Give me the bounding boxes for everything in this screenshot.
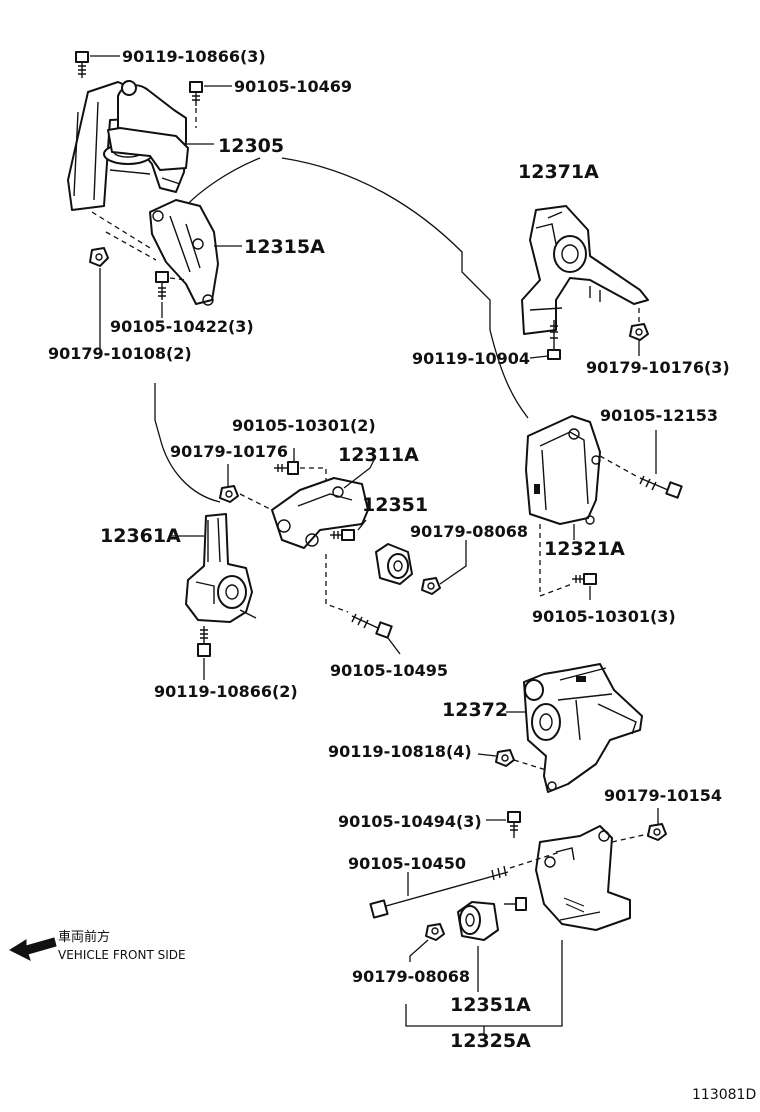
engine-mount-12361A [185, 513, 257, 623]
bolt-90119-10866-2-icon [197, 626, 211, 657]
bushing-12351A [457, 901, 499, 941]
bolt-90105-10301-3-icon [572, 573, 597, 585]
arrow-left-icon [8, 937, 57, 961]
label-90179-10108-2: 90179-10108(2) [48, 344, 192, 363]
engine-mount-12371A [521, 205, 649, 335]
label-12311A: 12311A [338, 444, 419, 466]
bolt-90105-10494-3-icon [507, 811, 521, 838]
label-90119-10818-4: 90119-10818(4) [328, 742, 472, 761]
nut-90179-10154-icon [647, 823, 667, 841]
nut-90179-08068-lower-icon [425, 923, 445, 941]
label-12361A: 12361A [100, 525, 181, 547]
bracket-12325A [535, 825, 631, 931]
label-90179-10176-3: 90179-10176(3) [586, 358, 730, 377]
nut-90179-08068-upper-icon [421, 577, 441, 595]
bracket-12321A [525, 415, 601, 525]
label-90105-10469: 90105-10469 [234, 77, 352, 96]
nut-90179-10176-3-icon [629, 323, 649, 341]
label-12371A: 12371A [518, 161, 599, 183]
nut-90179-10108-2-icon [89, 247, 109, 267]
label-90179-08068-lower: 90179-08068 [352, 967, 470, 986]
label-90105-12153: 90105-12153 [600, 406, 718, 425]
bolt-90105-12153-icon [639, 475, 683, 499]
label-90179-10176: 90179-10176 [170, 442, 288, 461]
label-12325A: 12325A [450, 1030, 531, 1052]
figure-code: 113081D [692, 1087, 756, 1103]
label-90105-10422-3: 90105-10422(3) [110, 317, 254, 336]
bolt-90105-10301-2-icon [274, 461, 299, 475]
label-12351-upper: 12351 [362, 494, 428, 516]
label-90105-10301-2: 90105-10301(2) [232, 416, 376, 435]
label-90179-10154: 90179-10154 [604, 786, 722, 805]
engine-mount-12305 [67, 80, 189, 211]
label-90119-10866-3: 90119-10866(3) [122, 47, 266, 66]
bolt-90105-10422-3-icon [155, 271, 169, 300]
label-12305: 12305 [218, 135, 284, 157]
bolt-12325A-inner-icon [504, 897, 527, 911]
bolt-90119-10904-icon [547, 320, 561, 360]
label-90119-10904: 90119-10904 [412, 349, 530, 368]
label-90105-10450: 90105-10450 [348, 854, 466, 873]
nut-90119-10818-4-icon [495, 749, 515, 767]
label-12372: 12372 [442, 699, 508, 721]
bolt-90105-10469-icon [189, 81, 203, 106]
engine-mount-12372 [523, 663, 643, 793]
legend-english: VEHICLE FRONT SIDE [58, 948, 186, 962]
label-90105-10495: 90105-10495 [330, 661, 448, 680]
label-90119-10866-2: 90119-10866(2) [154, 682, 298, 701]
bolt-90105-10450-icon [369, 865, 509, 919]
bracket-12311A [271, 477, 369, 549]
bolt-90119-10866-3-icon [75, 51, 89, 78]
label-12315A: 12315A [244, 236, 325, 258]
label-12321A: 12321A [544, 538, 625, 560]
bolt-90105-10495-icon [351, 613, 393, 639]
label-90179-08068-upper: 90179-08068 [410, 522, 528, 541]
vehicle-front-legend: 車両前方 VEHICLE FRONT SIDE [8, 929, 186, 962]
label-12351A: 12351A [450, 994, 531, 1016]
bracket-12315A [149, 199, 219, 306]
bushing-12351 [375, 543, 413, 585]
label-90105-10494-3: 90105-10494(3) [338, 812, 482, 831]
bolt-12351-icon [330, 529, 355, 541]
nut-90179-10176-icon [219, 485, 239, 503]
legend-japanese: 車両前方 [58, 929, 110, 945]
label-90105-10301-3: 90105-10301(3) [532, 607, 676, 626]
